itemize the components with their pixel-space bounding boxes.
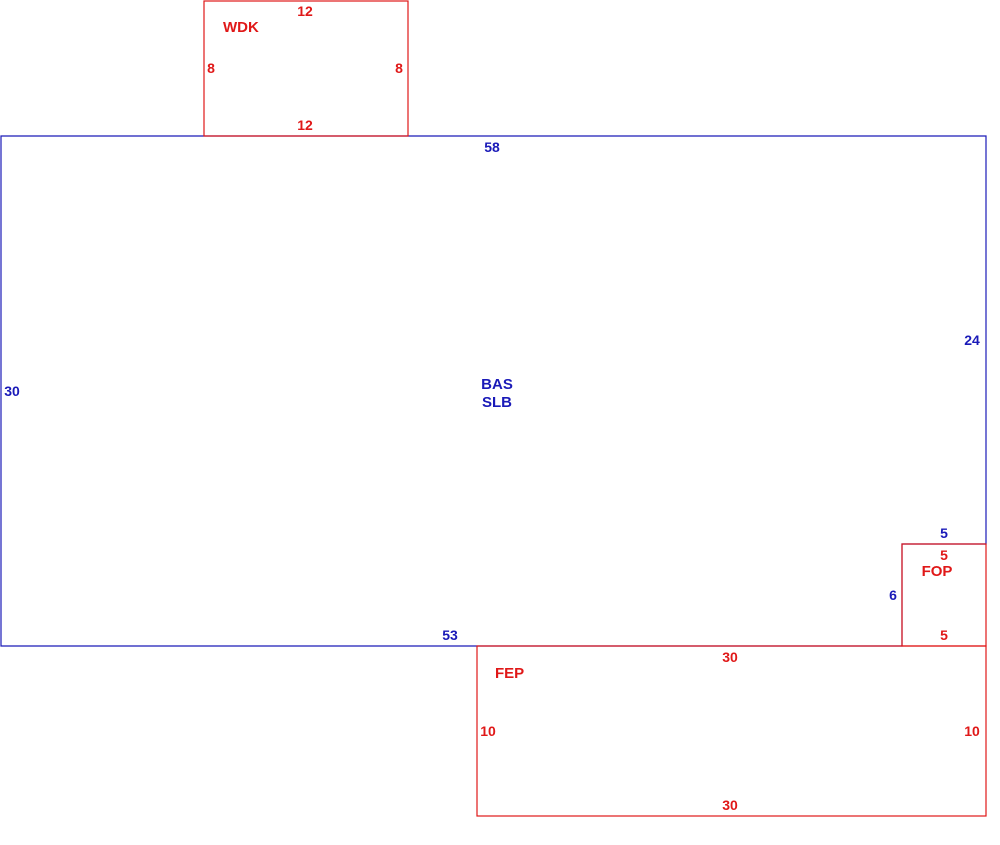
wdk-dim-right: 8 [395, 60, 403, 76]
fop-dim-bottom: 5 [940, 627, 948, 643]
wdk-outline[interactable] [203, 0, 409, 137]
main-dim-notch-top: 5 [940, 525, 948, 541]
main-dim-notch-side: 6 [889, 587, 897, 603]
main-dim-right: 24 [964, 332, 980, 348]
main-area-subcode: SLB [482, 394, 512, 411]
main-dim-top: 58 [484, 139, 500, 155]
wdk-dim-top: 12 [297, 3, 313, 19]
fep-outline[interactable] [476, 645, 987, 817]
fop-code: FOP [922, 563, 953, 580]
main-dim-left: 30 [4, 383, 20, 399]
fep-dim-top: 30 [722, 649, 738, 665]
fep-dim-bottom: 30 [722, 797, 738, 813]
fop-dim-top: 5 [940, 547, 948, 563]
main-area-code: BAS [481, 376, 513, 393]
fep-dim-right: 10 [964, 723, 980, 739]
wdk-dim-left: 8 [207, 60, 215, 76]
main-dim-bottom: 53 [442, 627, 458, 643]
fep-code: FEP [495, 665, 524, 682]
wdk-code: WDK [223, 19, 259, 36]
fep-dim-left: 10 [480, 723, 496, 739]
wdk-dim-bottom: 12 [297, 117, 313, 133]
